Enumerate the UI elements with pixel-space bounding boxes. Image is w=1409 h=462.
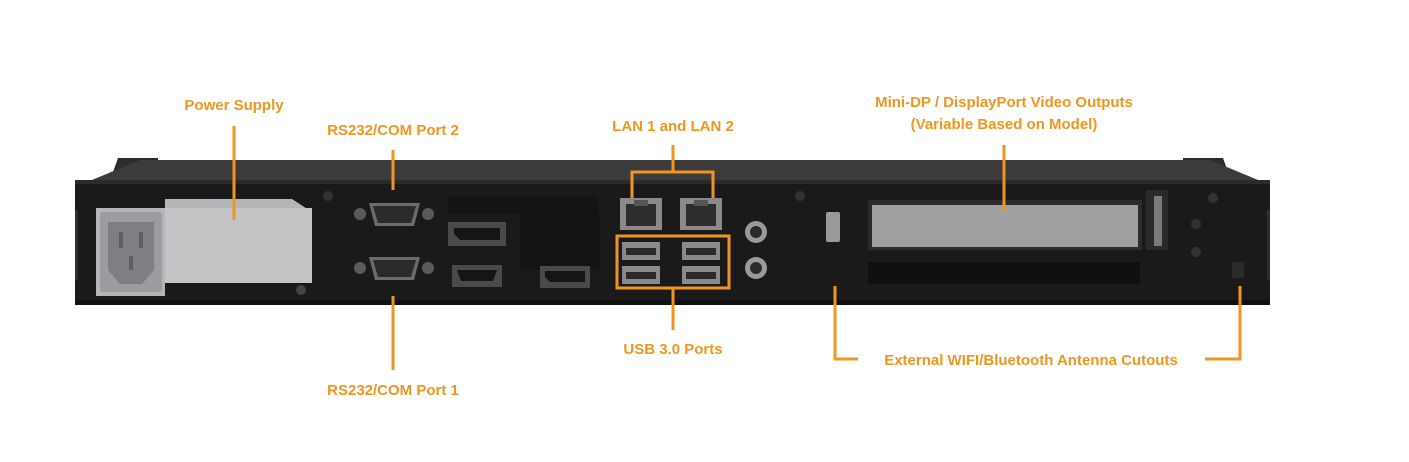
screw-icon bbox=[1208, 193, 1218, 203]
screw-icon bbox=[1191, 219, 1201, 229]
antenna-cutouts-label: External WIFI/Bluetooth Antenna Cutouts bbox=[884, 352, 1178, 369]
vent-grid bbox=[868, 262, 1140, 284]
chassis-top bbox=[92, 160, 1258, 180]
rj45-port-icon bbox=[680, 198, 722, 230]
displayport-icon bbox=[540, 266, 590, 288]
db9-serial-port-icon bbox=[354, 203, 434, 226]
audio-jack-icon bbox=[745, 221, 767, 279]
iec-power-inlet-icon bbox=[100, 212, 162, 292]
power-supply-label: Power Supply bbox=[184, 97, 284, 114]
db9-serial-port-icon bbox=[354, 257, 434, 280]
vent-grid bbox=[448, 196, 600, 269]
screw-icon bbox=[795, 191, 805, 201]
video-outputs-label-line1: Mini-DP / DisplayPort Video Outputs bbox=[875, 94, 1133, 111]
hdmi-port-icon bbox=[452, 265, 502, 287]
screw-icon bbox=[296, 285, 306, 295]
rs232-port2-label: RS232/COM Port 2 bbox=[327, 122, 459, 139]
displayport-icon bbox=[448, 222, 506, 246]
rj45-port-icon bbox=[620, 198, 662, 230]
pcie-expansion-slot-icon bbox=[868, 200, 1142, 250]
video-outputs-label-line2: (Variable Based on Model) bbox=[910, 116, 1098, 133]
screw-icon bbox=[323, 191, 333, 201]
lan-label: LAN 1 and LAN 2 bbox=[612, 118, 734, 135]
antenna-cutout bbox=[826, 212, 840, 242]
antenna-cutout bbox=[1232, 262, 1244, 278]
callout-lines bbox=[232, 126, 1242, 370]
screw-icon bbox=[1191, 247, 1201, 257]
usb-label: USB 3.0 Ports bbox=[623, 341, 723, 358]
rs232-port1-label: RS232/COM Port 1 bbox=[327, 382, 459, 399]
